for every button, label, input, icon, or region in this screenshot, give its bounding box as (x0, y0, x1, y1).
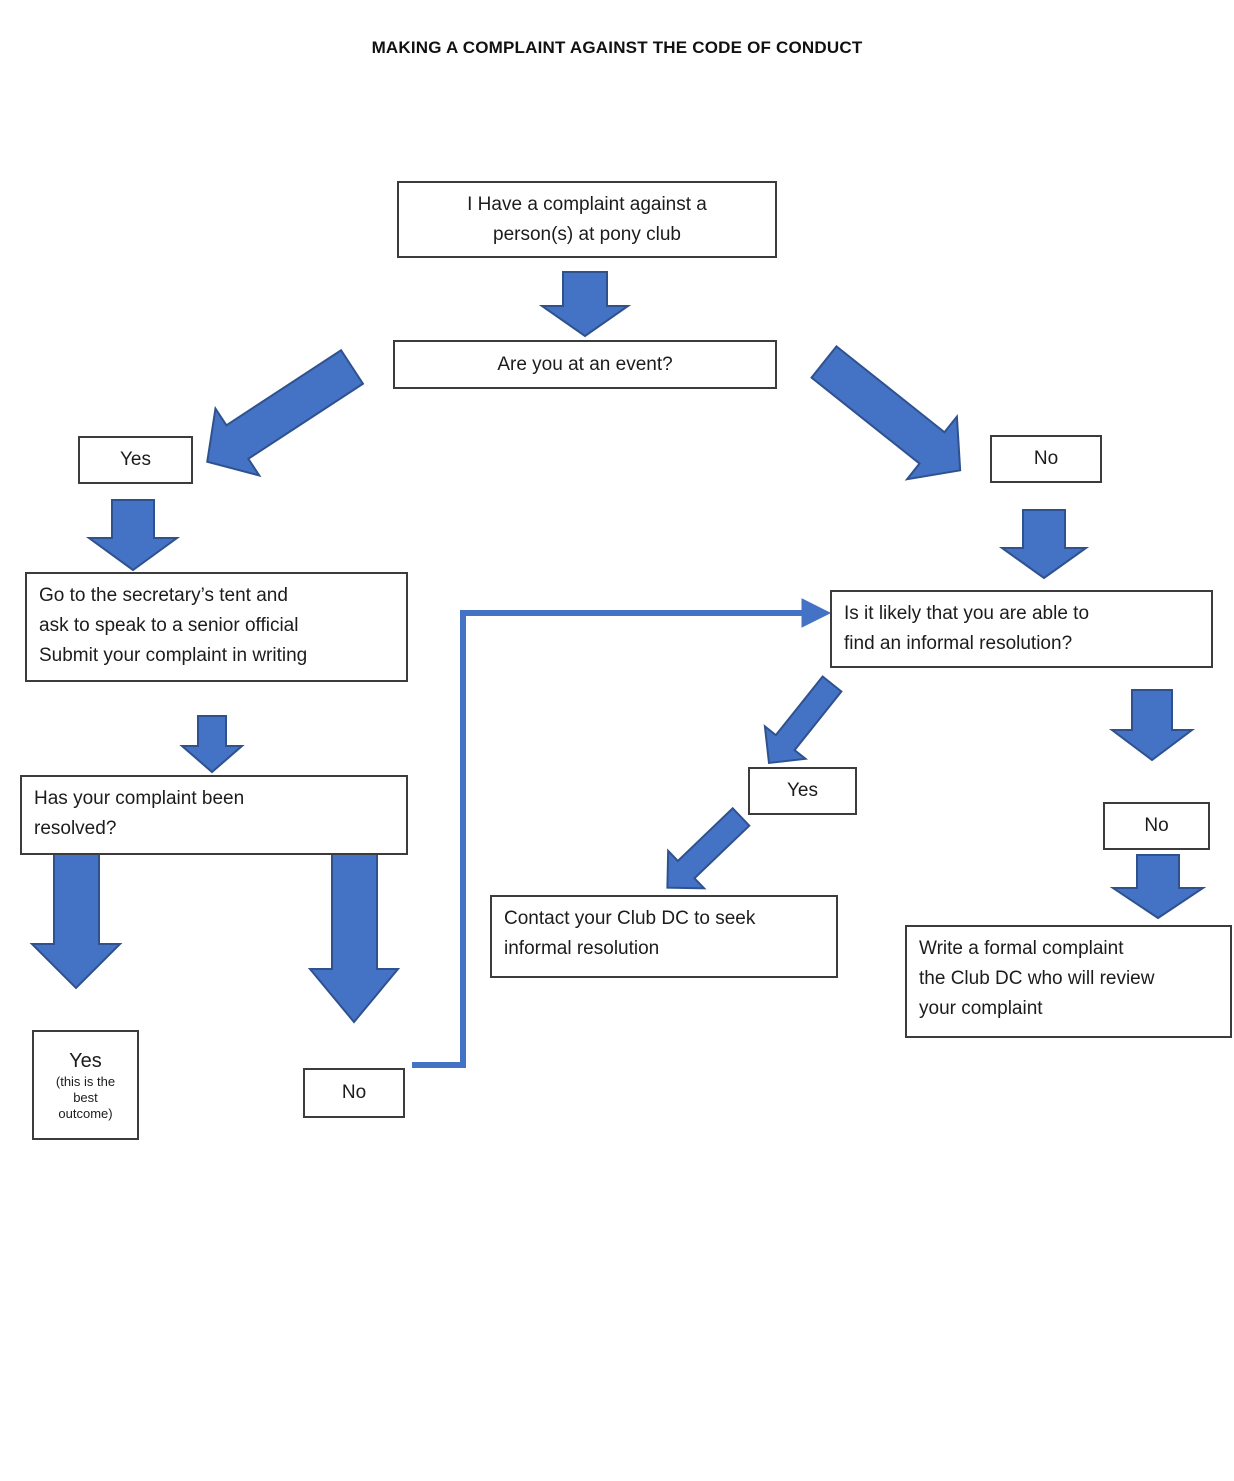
arrow-diagonal-left-icon (206, 348, 365, 478)
node-resolved-yes: Yes (this is the best outcome) (32, 1030, 139, 1140)
node-contact-club-dc: Contact your Club DC to seek informal re… (490, 895, 838, 978)
node-complaint-resolved: Has your complaint been resolved? (20, 775, 408, 855)
arrow-down-icon (998, 509, 1090, 580)
page-title: MAKING A COMPLAINT AGAINST THE CODE OF C… (371, 38, 863, 57)
node-informal-resolution: Is it likely that you are able to find a… (830, 590, 1213, 668)
node-at-event-yes: Yes (78, 436, 193, 484)
node-start: I Have a complaint against a person(s) a… (397, 181, 777, 258)
arrow-down-icon (538, 271, 632, 338)
node-informal-yes: Yes (748, 767, 857, 815)
node-informal-no: No (1103, 802, 1210, 850)
arrow-down-icon (1109, 854, 1207, 920)
node-secretary-tent: Go to the secretary’s tent and ask to sp… (25, 572, 408, 682)
arrow-diagonal-left-icon (666, 806, 751, 890)
arrow-down-icon (307, 849, 401, 1024)
elbow-connector-line (412, 610, 804, 1068)
node-write-formal-complaint: Write a formal complaint the Club DC who… (905, 925, 1232, 1038)
node-at-event-no: No (990, 435, 1102, 483)
arrow-down-icon (29, 849, 123, 990)
arrow-diagonal-left-icon (763, 675, 843, 765)
arrow-diagonal-right-icon (810, 344, 962, 481)
connector-arrowhead-icon (801, 598, 832, 628)
resolved-yes-note: (this is the best outcome) (55, 1074, 116, 1121)
resolved-yes-label: Yes (69, 1050, 102, 1072)
arrow-down-icon (179, 715, 245, 774)
arrow-down-icon (85, 499, 181, 572)
node-are-you-at-event: Are you at an event? (393, 340, 777, 389)
node-resolved-no: No (303, 1068, 405, 1118)
arrow-down-icon (1109, 689, 1195, 762)
